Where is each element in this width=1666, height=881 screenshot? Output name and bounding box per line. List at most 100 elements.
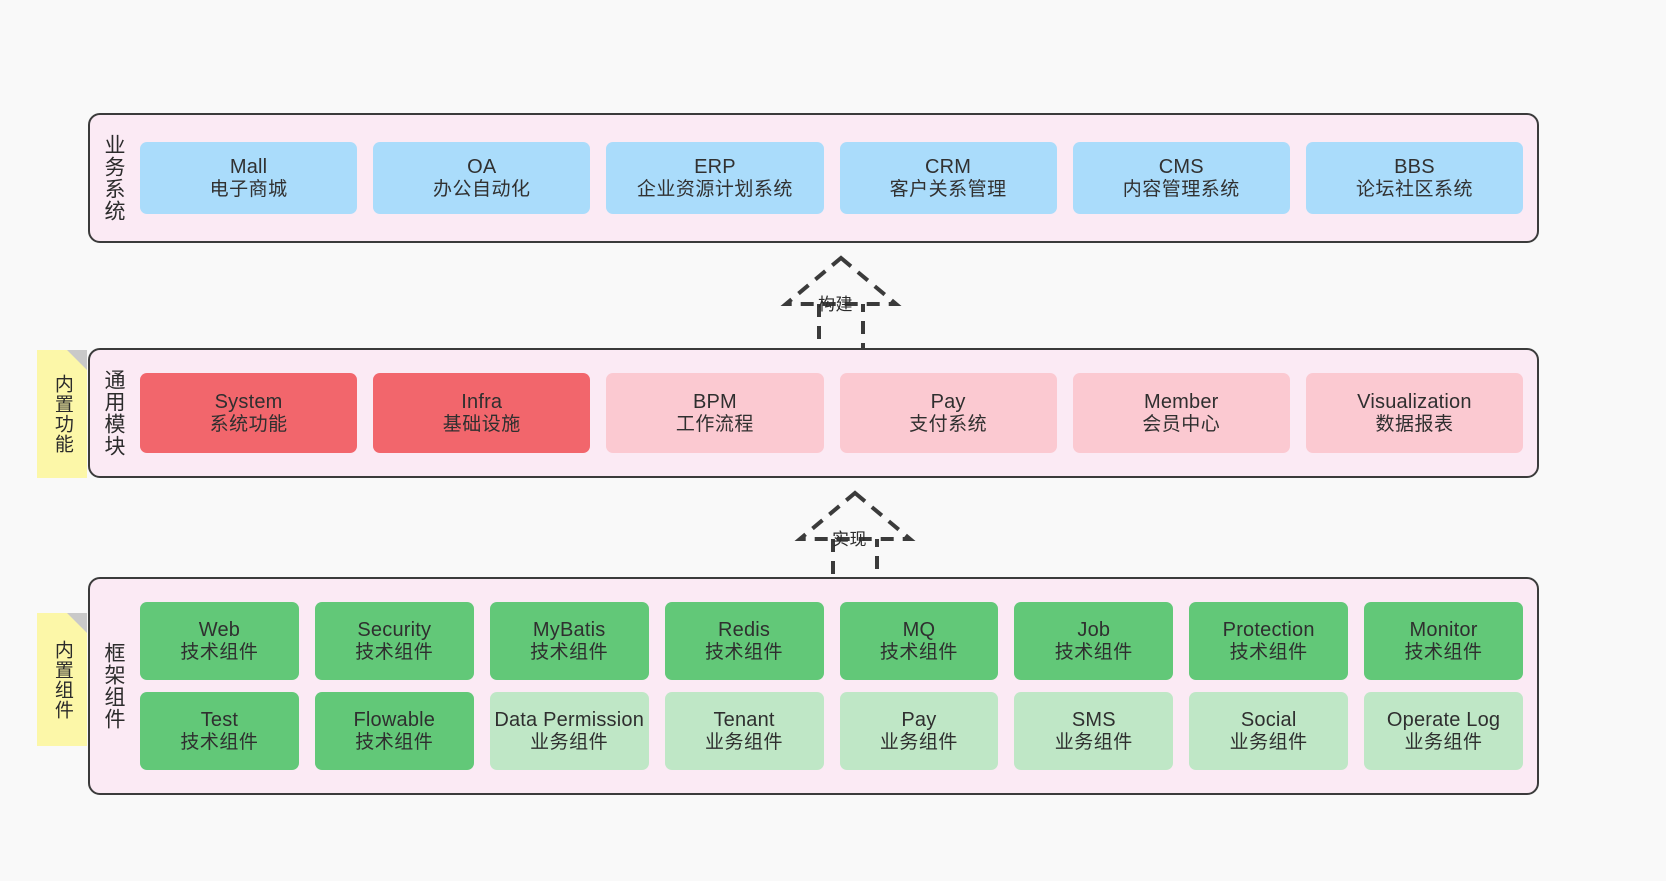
connector-build: 构建	[756, 252, 926, 357]
layer-title-business: 业务系统	[101, 134, 125, 222]
card-pay-module-desc: 支付系统	[909, 413, 988, 435]
card-data-permission-desc: 业务组件	[530, 731, 609, 753]
card-pay-module-name: Pay	[930, 390, 966, 413]
card-flowable-name: Flowable	[353, 708, 436, 731]
card-security[interactable]: Security 技术组件	[314, 602, 474, 680]
card-infra-name: Infra	[461, 390, 503, 413]
card-bpm[interactable]: BPM 工作流程	[606, 373, 824, 453]
folded-corner-icon	[67, 613, 87, 633]
card-system[interactable]: System 系统功能	[140, 373, 358, 453]
card-system-desc: 系统功能	[209, 413, 288, 435]
card-row-framework-tech: Web 技术组件 Security 技术组件 MyBatis 技术组件 Redi…	[140, 602, 1523, 680]
card-row-business: Mall 电子商城 OA 办公自动化 ERP 企业资源计划系统 CRM 客户关系…	[140, 142, 1524, 214]
card-data-permission-name: Data Permission	[494, 708, 645, 731]
card-mybatis-name: MyBatis	[532, 618, 606, 641]
card-tenant[interactable]: Tenant 业务组件	[664, 692, 824, 770]
sticky-note-builtin-components-label: 内置组件	[51, 639, 73, 720]
layer-title-modules: 通用模块	[101, 369, 125, 457]
layer-framework-components: 框架组件 Web 技术组件 Security 技术组件 MyBatis 技术组件…	[88, 577, 1539, 795]
sticky-note-builtin-features-label: 内置功能	[51, 374, 73, 454]
card-crm[interactable]: CRM 客户关系管理	[839, 142, 1057, 214]
card-sms-name: SMS	[1071, 708, 1116, 731]
card-web-name: Web	[198, 618, 241, 641]
card-row-framework-business: Test 技术组件 Flowable 技术组件 Data Permission …	[140, 692, 1523, 770]
card-monitor-desc: 技术组件	[1404, 641, 1483, 663]
card-infra-desc: 基础设施	[442, 413, 521, 435]
card-crm-name: CRM	[925, 155, 972, 178]
card-bbs-name: BBS	[1394, 155, 1435, 178]
layer-title-framework: 框架组件	[101, 642, 125, 730]
card-cms[interactable]: CMS 内容管理系统	[1072, 142, 1290, 214]
card-member[interactable]: Member 会员中心	[1072, 373, 1290, 453]
card-member-desc: 会员中心	[1142, 413, 1221, 435]
card-visualization-name: Visualization	[1357, 390, 1472, 413]
card-member-name: Member	[1143, 390, 1219, 413]
card-cms-name: CMS	[1158, 155, 1204, 178]
card-system-name: System	[214, 390, 283, 413]
card-web[interactable]: Web 技术组件	[140, 602, 299, 680]
card-visualization[interactable]: Visualization 数据报表	[1305, 373, 1524, 453]
card-infra[interactable]: Infra 基础设施	[373, 373, 591, 453]
card-security-name: Security	[357, 618, 432, 641]
card-sms-desc: 业务组件	[1054, 731, 1133, 753]
card-job[interactable]: Job 技术组件	[1014, 602, 1174, 680]
card-social-name: Social	[1240, 708, 1297, 731]
card-mybatis[interactable]: MyBatis 技术组件	[489, 602, 649, 680]
card-test[interactable]: Test 技术组件	[140, 692, 299, 770]
card-oa-name: OA	[467, 155, 497, 178]
card-row-modules: System 系统功能 Infra 基础设施 BPM 工作流程 Pay 支付系统…	[140, 373, 1524, 453]
layer-body-modules: System 系统功能 Infra 基础设施 BPM 工作流程 Pay 支付系统…	[136, 350, 1537, 476]
connector-implement-label: 实现	[832, 530, 867, 549]
sticky-note-builtin-components: 内置组件	[37, 613, 87, 746]
card-sms[interactable]: SMS 业务组件	[1014, 692, 1174, 770]
card-social-desc: 业务组件	[1229, 731, 1308, 753]
card-oa-desc: 办公自动化	[433, 178, 531, 200]
card-protection-desc: 技术组件	[1229, 641, 1308, 663]
layer-common-modules: 通用模块 System 系统功能 Infra 基础设施 BPM 工作流程 Pay	[88, 348, 1539, 478]
card-mq-name: MQ	[902, 618, 936, 641]
layer-body-framework: Web 技术组件 Security 技术组件 MyBatis 技术组件 Redi…	[136, 579, 1537, 793]
card-operate-log-desc: 业务组件	[1404, 731, 1483, 753]
card-social[interactable]: Social 业务组件	[1189, 692, 1349, 770]
card-web-desc: 技术组件	[180, 641, 259, 663]
card-pay-component[interactable]: Pay 业务组件	[839, 692, 999, 770]
card-redis-name: Redis	[717, 618, 771, 641]
card-operate-log-name: Operate Log	[1386, 708, 1501, 731]
card-pay-module[interactable]: Pay 支付系统	[839, 373, 1057, 453]
card-mq[interactable]: MQ 技术组件	[839, 602, 999, 680]
card-erp-name: ERP	[694, 155, 736, 178]
card-bbs[interactable]: BBS 论坛社区系统	[1305, 142, 1524, 214]
card-cms-desc: 内容管理系统	[1122, 178, 1240, 200]
sticky-note-builtin-features: 内置功能	[37, 350, 87, 478]
card-oa[interactable]: OA 办公自动化	[373, 142, 591, 214]
layer-business-systems: 业务系统 Mall 电子商城 OA 办公自动化 ERP 企业资源计划系统 CRM	[88, 113, 1539, 243]
card-pay-component-name: Pay	[901, 708, 937, 731]
layer-body-business: Mall 电子商城 OA 办公自动化 ERP 企业资源计划系统 CRM 客户关系…	[136, 115, 1537, 241]
card-bpm-desc: 工作流程	[675, 413, 754, 435]
card-crm-desc: 客户关系管理	[889, 178, 1007, 200]
card-flowable[interactable]: Flowable 技术组件	[314, 692, 474, 770]
card-job-name: Job	[1077, 618, 1111, 641]
card-bpm-name: BPM	[692, 390, 737, 413]
card-mall-desc: 电子商城	[209, 178, 288, 200]
card-mybatis-desc: 技术组件	[530, 641, 609, 663]
card-test-desc: 技术组件	[180, 731, 259, 753]
card-security-desc: 技术组件	[355, 641, 434, 663]
card-operate-log[interactable]: Operate Log 业务组件	[1364, 692, 1523, 770]
card-monitor-name: Monitor	[1409, 618, 1478, 641]
card-redis-desc: 技术组件	[705, 641, 784, 663]
card-mall[interactable]: Mall 电子商城	[140, 142, 358, 214]
card-test-name: Test	[200, 708, 239, 731]
card-data-permission[interactable]: Data Permission 业务组件	[489, 692, 649, 770]
card-protection-name: Protection	[1222, 618, 1315, 641]
card-pay-component-desc: 业务组件	[879, 731, 958, 753]
card-erp[interactable]: ERP 企业资源计划系统	[606, 142, 824, 214]
card-protection[interactable]: Protection 技术组件	[1189, 602, 1349, 680]
card-monitor[interactable]: Monitor 技术组件	[1364, 602, 1523, 680]
card-bbs-desc: 论坛社区系统	[1355, 178, 1473, 200]
card-visualization-desc: 数据报表	[1375, 413, 1454, 435]
card-job-desc: 技术组件	[1054, 641, 1133, 663]
card-redis[interactable]: Redis 技术组件	[664, 602, 824, 680]
card-tenant-name: Tenant	[713, 708, 775, 731]
